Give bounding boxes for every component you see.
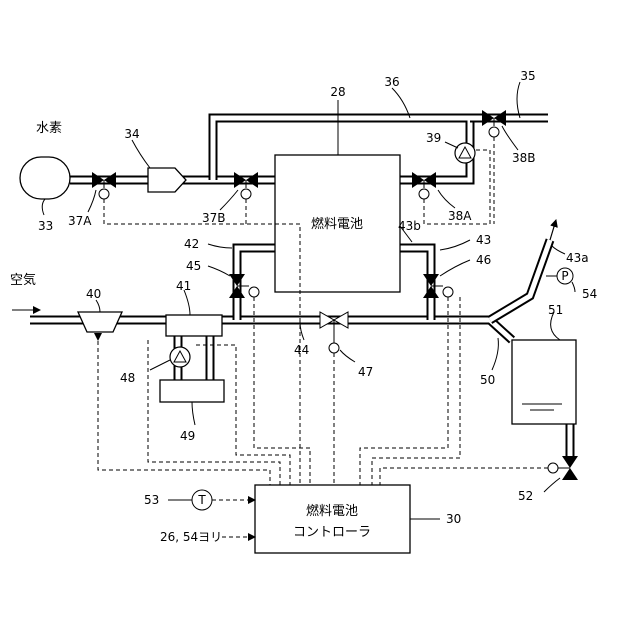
ref-33: 33 (38, 219, 53, 233)
regulator (148, 168, 186, 192)
controller-label-1: 燃料電池 (306, 503, 358, 519)
ref-36: 36 (384, 75, 399, 89)
signal-source-label: 26, 54ヨリ (160, 530, 222, 544)
ref-41: 41 (176, 279, 191, 293)
temperature-symbol: T (197, 493, 206, 507)
water-tank (512, 340, 576, 424)
ref-53: 53 (144, 493, 159, 507)
ref-45: 45 (186, 259, 201, 273)
ref-49: 49 (180, 429, 195, 443)
ref-37A: 37A (68, 214, 92, 228)
ref-50: 50 (480, 373, 495, 387)
ref-52: 52 (518, 489, 533, 503)
ref-35: 35 (520, 69, 535, 83)
ref-28: 28 (330, 85, 345, 99)
exhaust-arrow (550, 220, 556, 240)
hydrogen-label: 水素 (36, 121, 62, 136)
heater (160, 380, 224, 402)
ref-51: 51 (548, 303, 563, 317)
ref-40: 40 (86, 287, 101, 301)
ref-54: 54 (582, 287, 597, 301)
ref-38A: 38A (448, 209, 472, 223)
reference-numerals: 28 36 35 34 39 33 37A 37B 38A 38B 43b 42… (38, 69, 597, 526)
valve-52 (548, 456, 578, 480)
ref-42: 42 (184, 237, 199, 251)
ref-43a: 43a (566, 251, 589, 265)
ref-43b: 43b (398, 219, 421, 233)
ref-43: 43 (476, 233, 491, 247)
air-label: 空気 (10, 272, 36, 288)
fuel-cell-controller (255, 485, 410, 553)
controller-label-2: コントローラ (293, 525, 371, 540)
pressure-sensor: P (546, 268, 573, 284)
hydrogen-tank (20, 157, 70, 199)
ref-44: 44 (294, 343, 309, 357)
ref-47: 47 (358, 365, 373, 379)
ref-46: 46 (476, 253, 491, 267)
ref-48: 48 (120, 371, 135, 385)
leader-lines (42, 82, 575, 519)
ref-37B: 37B (202, 211, 226, 225)
ref-34: 34 (124, 127, 139, 141)
temperature-sensor: T (168, 490, 255, 510)
pressure-symbol: P (561, 269, 568, 283)
ref-30: 30 (446, 512, 461, 526)
ref-39: 39 (426, 131, 441, 145)
air-compressor (78, 312, 122, 332)
fuel-cell-label: 燃料電池 (311, 216, 363, 232)
humidifier (166, 315, 222, 336)
ref-38B: 38B (512, 151, 536, 165)
pump-39 (455, 143, 475, 163)
fan-48 (170, 347, 190, 367)
